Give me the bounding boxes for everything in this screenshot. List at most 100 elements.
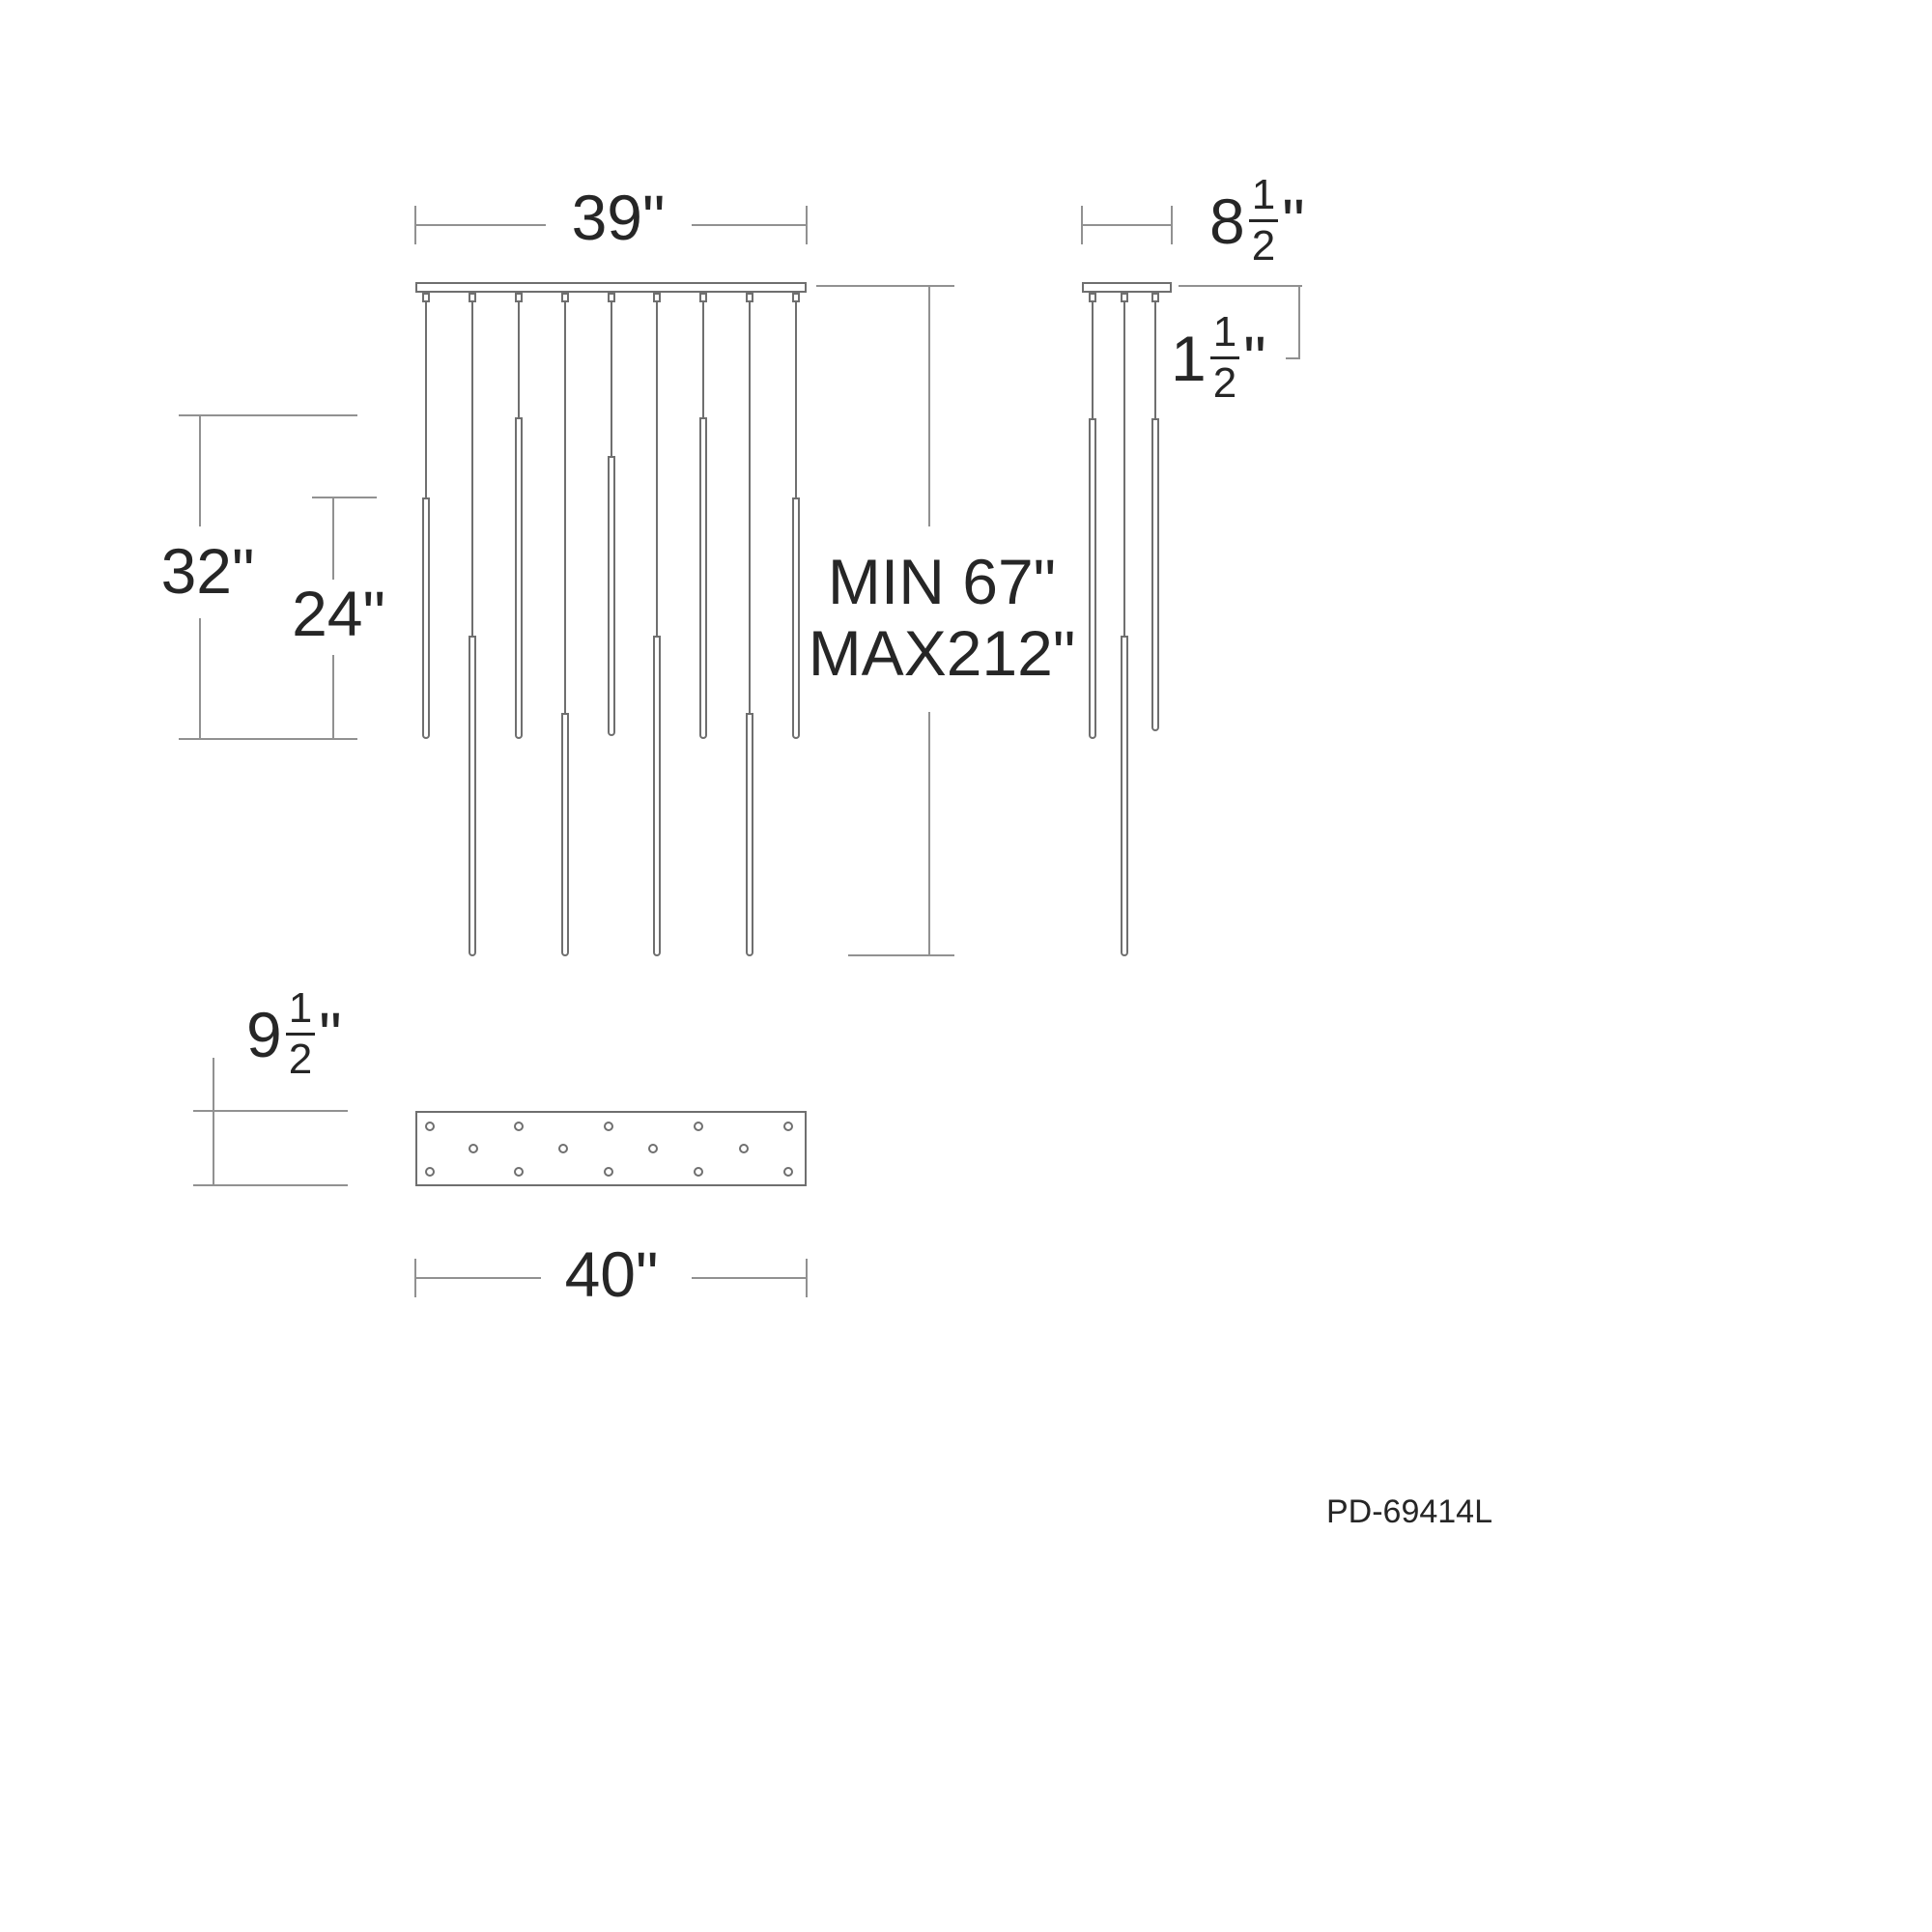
canopy-hole <box>604 1167 613 1177</box>
canopy-hole <box>469 1144 478 1153</box>
dim-40-ext-right <box>806 1259 808 1297</box>
dim-label-rod-32: 32" <box>160 535 255 607</box>
dim-minmax-ext-top <box>816 285 954 287</box>
canopy-hole <box>425 1167 435 1177</box>
dim-39-ext-right <box>806 206 808 244</box>
dim-overall-min: MIN 67" <box>827 546 1057 617</box>
dim-32-line-a <box>199 415 201 526</box>
front-pendant-rod <box>699 417 707 739</box>
front-canopy <box>415 282 807 293</box>
part-number: PD-69414L <box>1325 1493 1492 1530</box>
canopy-hole <box>783 1122 793 1131</box>
front-pendant-rod <box>469 636 476 956</box>
front-pendant-cable <box>471 293 473 636</box>
front-pendant-nub <box>515 293 523 302</box>
dim-24-line-a <box>332 497 334 580</box>
front-pendant-rod <box>515 417 523 739</box>
front-pendant-cable <box>795 293 797 497</box>
front-pendant-nub <box>561 293 569 302</box>
front-pendant-nub <box>608 293 615 302</box>
front-pendant-rod <box>608 456 615 736</box>
side-pendant-nub <box>1121 293 1128 302</box>
side-pendant-nub <box>1151 293 1159 302</box>
fraction-denominator: 2 <box>1212 359 1237 407</box>
side-pendant-cable <box>1154 293 1156 418</box>
dim-39-line-b <box>692 224 807 226</box>
front-pendant-rod <box>653 636 661 956</box>
front-pendant-nub <box>422 293 430 302</box>
canopy-hole <box>514 1122 524 1131</box>
dim-9half-vert <box>213 1058 214 1186</box>
front-pendant-cable <box>749 293 751 713</box>
front-pendant-cable <box>656 293 658 636</box>
side-canopy <box>1082 282 1172 293</box>
inch-mark: " <box>1243 322 1266 394</box>
dim-9half-ext-bottom <box>193 1184 348 1186</box>
dim-1half-vert <box>1298 285 1300 359</box>
side-pendant-cable <box>1123 293 1125 636</box>
front-pendant-nub <box>746 293 753 302</box>
dim-minmax-line-a <box>928 286 930 526</box>
front-pendant-cable <box>564 293 566 713</box>
side-pendant-rod <box>1089 418 1096 739</box>
dim-8half-ext-right <box>1171 206 1173 244</box>
front-pendant-rod <box>746 713 753 956</box>
front-pendant-nub <box>699 293 707 302</box>
dim-overall-max: MAX212" <box>808 617 1076 689</box>
front-pendant-cable <box>702 293 704 417</box>
dim-8half-line <box>1082 224 1172 226</box>
canopy-hole <box>694 1167 703 1177</box>
fraction-numerator: 1 <box>1248 174 1279 222</box>
dim-32-ext-bottom <box>179 738 357 740</box>
canopy-hole <box>558 1144 568 1153</box>
front-pendant-rod <box>422 497 430 739</box>
canopy-hole <box>739 1144 749 1153</box>
front-pendant-cable <box>425 293 427 497</box>
front-pendant-nub <box>792 293 800 302</box>
dim-label-rod-24: 24" <box>292 578 385 649</box>
dim-24-ext-top <box>312 497 377 498</box>
dim-minmax-ext-bottom <box>848 954 954 956</box>
dim-24-line-b <box>332 655 334 739</box>
canopy-hole <box>604 1122 613 1131</box>
dim-40-line-a <box>415 1277 541 1279</box>
dim-9half-ext-top <box>193 1110 348 1112</box>
side-pendant-nub <box>1089 293 1096 302</box>
fraction-denominator: 2 <box>288 1036 313 1083</box>
dim-39-line-a <box>415 224 546 226</box>
dim-32-ext-top <box>179 414 357 416</box>
fraction-numerator: 1 <box>285 987 316 1036</box>
front-pendant-cable <box>518 293 520 417</box>
fraction-numerator: 1 <box>1209 311 1240 359</box>
dim-label-overall-height: MIN 67" MAX212" <box>787 546 1096 689</box>
front-pendant-nub <box>469 293 476 302</box>
dim-label-front-width: 39" <box>571 182 666 253</box>
front-pendant-cable <box>611 293 612 456</box>
dim-canopy-height-whole: 1 <box>1171 322 1207 394</box>
side-pendant-rod <box>1121 636 1128 956</box>
front-pendant-nub <box>653 293 661 302</box>
canopy-hole <box>648 1144 658 1153</box>
dim-plate-depth-whole: 9 <box>246 998 282 1070</box>
dim-label-plate-length: 40" <box>564 1238 659 1310</box>
front-pendant-rod <box>792 497 800 739</box>
fraction-denominator: 2 <box>1251 222 1276 270</box>
dim-1half-top <box>1179 285 1302 287</box>
dim-40-line-b <box>692 1277 807 1279</box>
canopy-hole <box>514 1167 524 1177</box>
canopy-hole <box>425 1122 435 1131</box>
front-pendant-rod <box>561 713 569 956</box>
dim-1half-tick <box>1286 357 1300 359</box>
dim-minmax-line-b <box>928 712 930 955</box>
inch-mark: " <box>319 998 342 1070</box>
side-pendant-cable <box>1092 293 1094 418</box>
inch-mark: " <box>1282 185 1305 257</box>
canopy-hole <box>783 1167 793 1177</box>
side-pendant-rod <box>1151 418 1159 731</box>
